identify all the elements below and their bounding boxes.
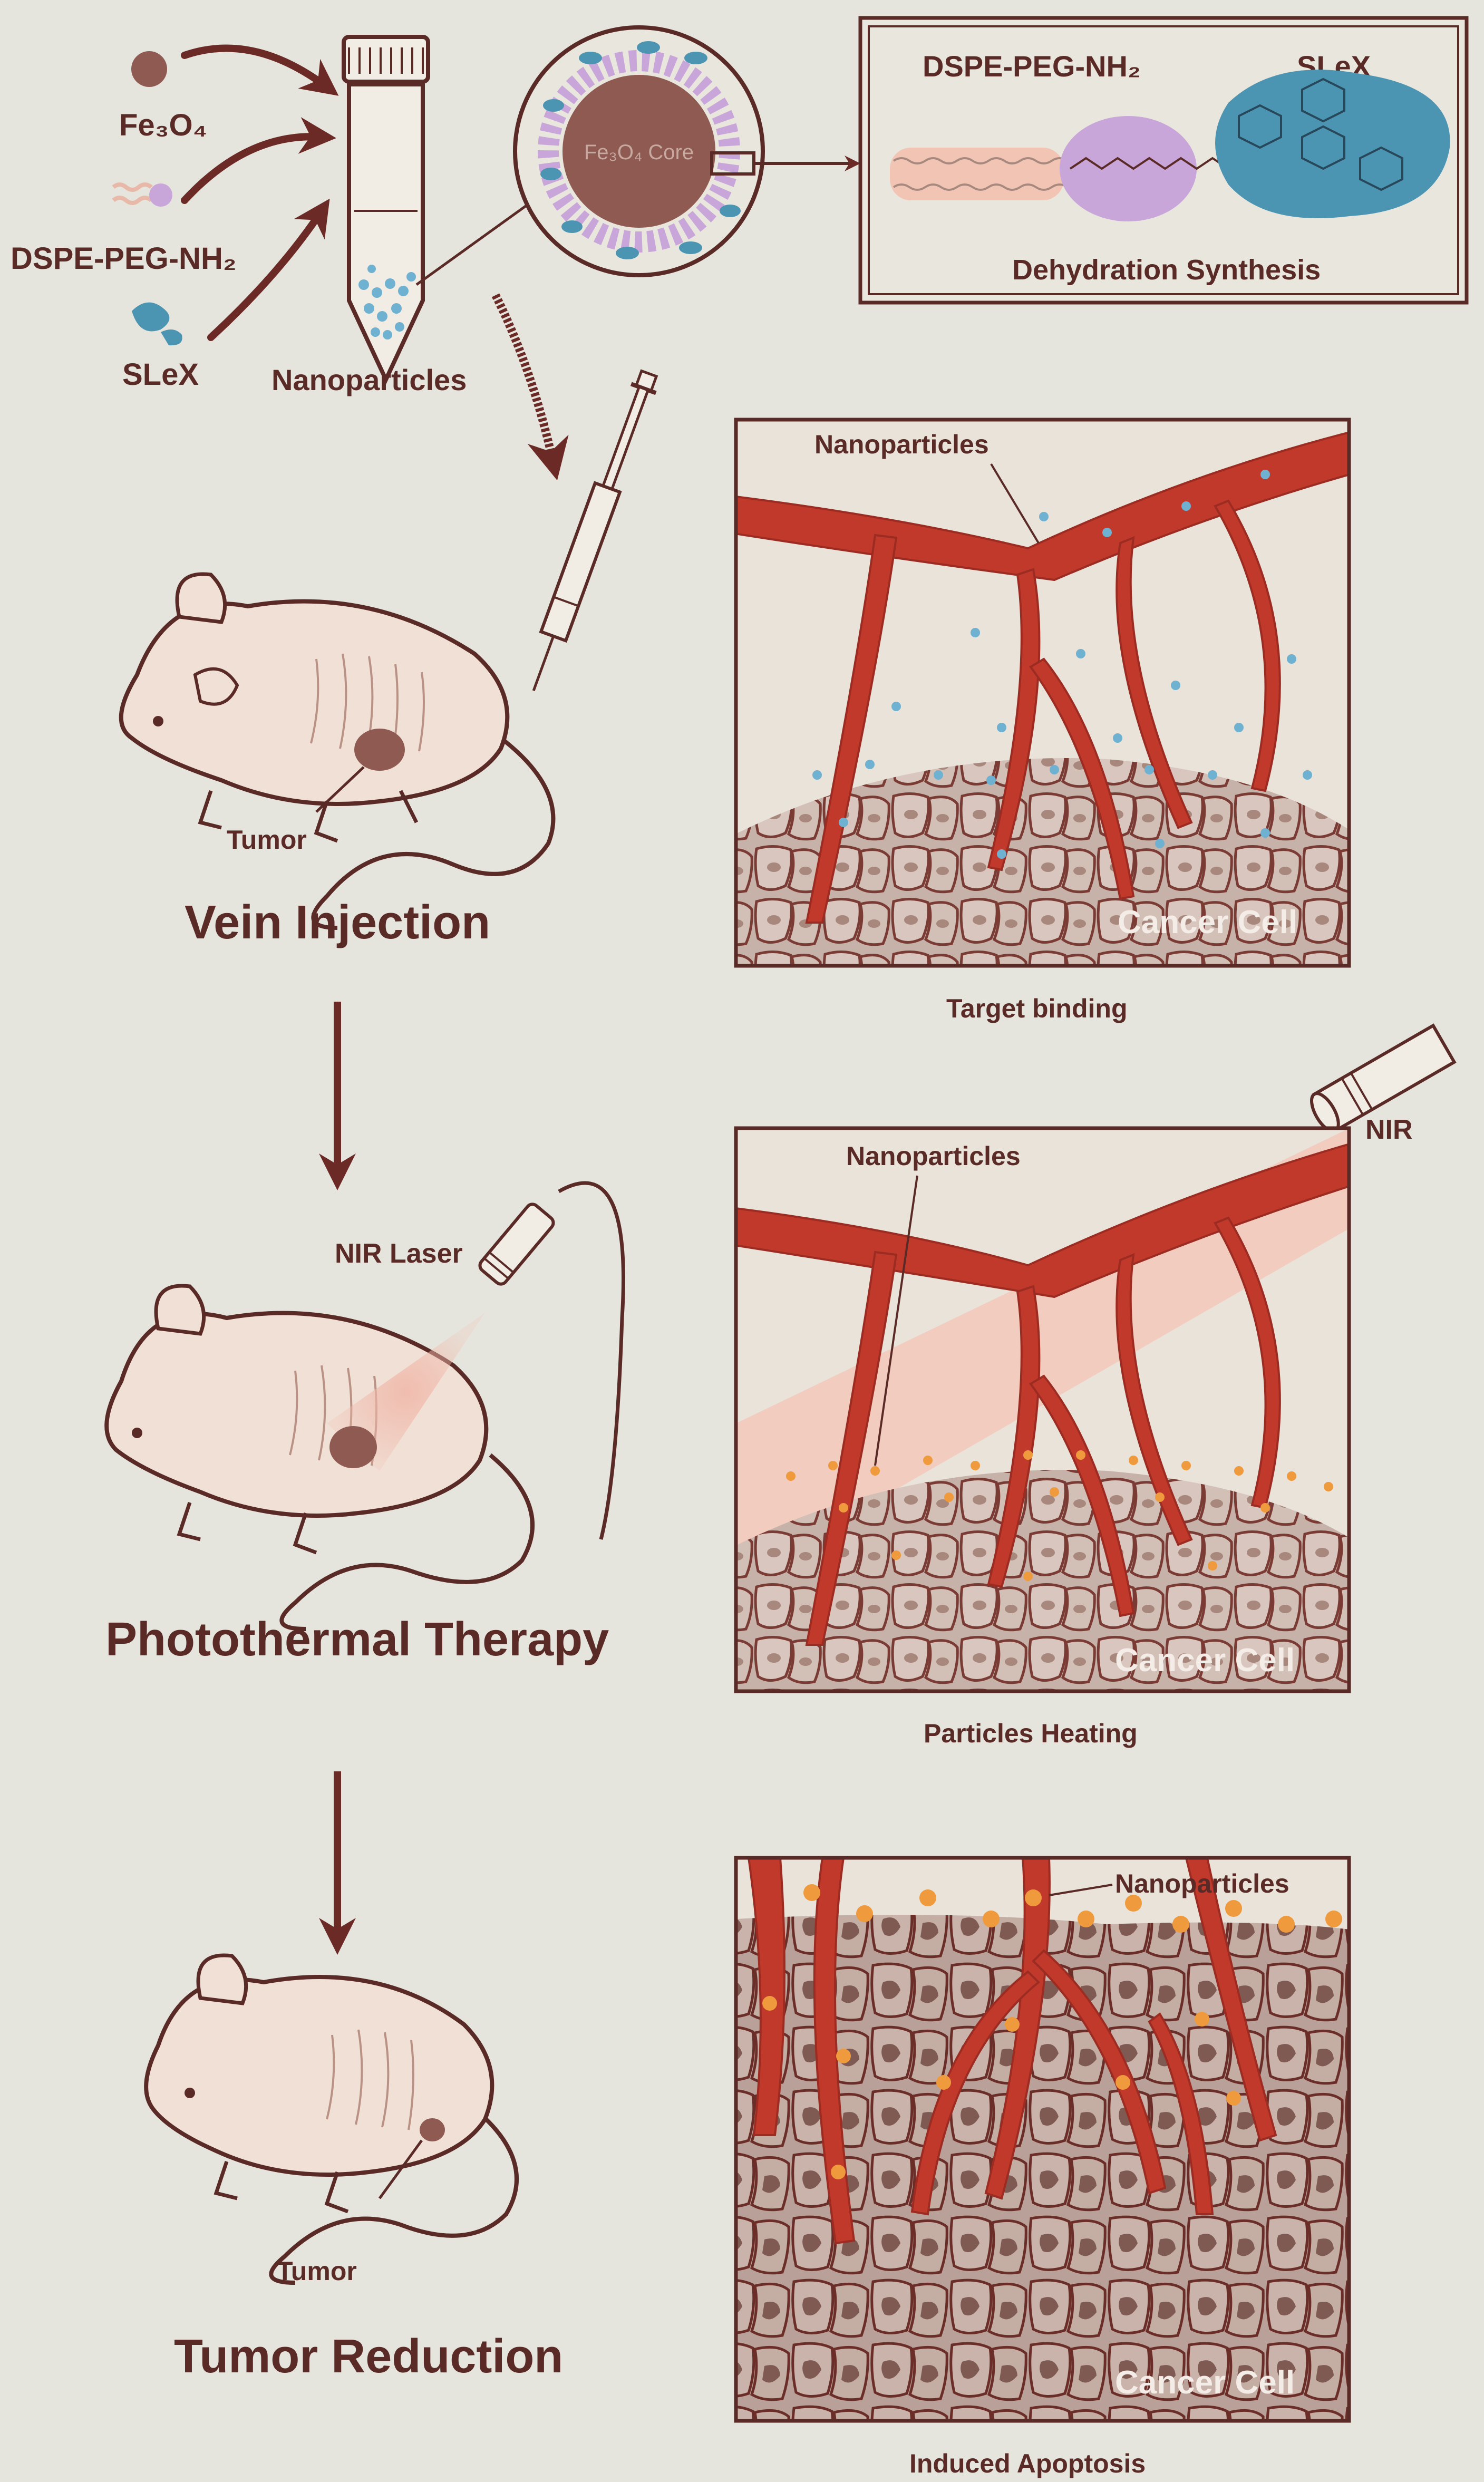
orange-nanoparticles — [786, 1450, 1333, 1581]
blood-vessels — [736, 431, 1349, 924]
panel-particles-heating: Nanoparticles Cancer Cell Particles Heat… — [734, 1126, 1351, 1748]
panel2-nanoparticles-label: Nanoparticles — [846, 1141, 1021, 1171]
dspe-molecule-icon — [112, 182, 172, 207]
slex-molecule — [1215, 70, 1450, 218]
apoptotic-tissue — [736, 1915, 1349, 2421]
mouse-photothermal — [104, 1284, 535, 1631]
dehydration-synthesis-box: DSPE-PEG-NH₂ SLeX Dehydration Synthesis — [858, 16, 1469, 305]
nanoparticle-zoom: Fe₃O₄ Core — [513, 25, 765, 277]
arrow-dspe — [181, 117, 336, 204]
fe3o4-label: Fe₃O₄ — [119, 108, 207, 142]
mouse-body — [119, 599, 510, 806]
fe3o4-core — [562, 75, 715, 228]
arrow-to-injection — [491, 293, 569, 481]
tumor — [420, 2118, 445, 2141]
mouse-ear — [154, 1284, 206, 1336]
step1-title: Vein Injection — [185, 896, 490, 949]
centrifuge-tube: Nanoparticles — [271, 35, 467, 396]
cancer-tissue — [736, 758, 1349, 966]
nir-beam — [736, 1128, 1349, 1582]
mouse-legs — [198, 790, 419, 843]
reagent-arrows — [181, 44, 339, 341]
tumor-pointer — [378, 2139, 423, 2199]
tube-label: Nanoparticles — [271, 363, 467, 396]
mouse-eye — [185, 2088, 195, 2098]
mouse-eye — [153, 716, 163, 726]
mouse-skin-folds — [310, 653, 425, 754]
dspe-reagent: DSPE-PEG-NH₂ — [11, 182, 237, 276]
panel3-cell-label: Cancer Cell — [1115, 2364, 1295, 2401]
syringe-icon — [532, 369, 658, 691]
panel3-caption: Induced Apoptosis — [909, 2449, 1146, 2478]
panel3-nanoparticles-label: Nanoparticles — [1115, 1869, 1289, 1898]
cancer-tissue — [736, 1470, 1349, 1691]
step3-title: Tumor Reduction — [174, 2330, 563, 2383]
mouse-skin-folds — [289, 1365, 377, 1466]
mouse-legs — [214, 2160, 349, 2214]
panel2-caption: Particles Heating — [924, 1719, 1138, 1748]
slex-ligands — [540, 41, 741, 259]
fe3o4-icon — [131, 51, 167, 87]
panel2-pointer — [874, 1175, 918, 1466]
orange-nanoparticles — [762, 1884, 1342, 2179]
lipid-tails — [890, 148, 1069, 200]
mouse-eye — [132, 1428, 142, 1438]
blue-nanoparticles — [812, 470, 1312, 859]
mouse-skin-folds — [326, 2029, 414, 2130]
box-caption: Dehydration Synthesis — [1012, 254, 1321, 286]
mouse-tail — [311, 736, 556, 930]
mouse-vein-injection: Tumor — [119, 572, 556, 930]
mouse-tumor-reduction: Tumor — [144, 1953, 519, 2286]
laser-label: NIR Laser — [335, 1238, 463, 1269]
tumor — [354, 729, 405, 771]
panel1-caption: Target binding — [946, 994, 1127, 1023]
mouse-tail — [279, 1453, 535, 1631]
panel1-cell-label: Cancer Cell — [1118, 904, 1297, 941]
panel-target-binding: Nanoparticles Cancer Cell Target binding — [734, 418, 1351, 1023]
step2-title: Photothermal Therapy — [105, 1613, 609, 1666]
mouse-ear — [196, 1953, 248, 2005]
nir-laser-device: NIR Laser — [335, 1181, 625, 1540]
peg-segment — [1060, 116, 1197, 221]
nir-label: NIR — [1365, 1114, 1413, 1145]
panel1-pointer — [990, 463, 1040, 544]
slex-icon-fragment — [161, 329, 182, 346]
panel2-cell-label: Cancer Cell — [1115, 1642, 1295, 1679]
mouse-body — [144, 1975, 494, 2177]
fe3o4-reagent: Fe₃O₄ — [119, 51, 207, 142]
slex-icon — [132, 302, 170, 332]
tumor — [329, 1426, 377, 1468]
tumor-label: Tumor — [277, 2256, 357, 2286]
slex-label: SLeX — [122, 357, 199, 392]
peg-chain — [1069, 157, 1229, 170]
mouse-ear-inner — [193, 667, 239, 706]
blood-vessels — [736, 1143, 1349, 1646]
panel3-pointer — [1049, 1884, 1113, 1896]
panel-induced-apoptosis: Nanoparticles Cancer Cell Induced Apopto… — [734, 1856, 1351, 2478]
tube-particles — [358, 265, 416, 340]
nir-probe: NIR — [1310, 1023, 1457, 1145]
mouse-ear — [175, 572, 227, 624]
arrow-slex — [207, 198, 330, 341]
dspe-label: DSPE-PEG-NH₂ — [11, 241, 237, 276]
tumor-label: Tumor — [227, 825, 307, 855]
box-dspe-label: DSPE-PEG-NH₂ — [923, 50, 1141, 83]
panel1-nanoparticles-label: Nanoparticles — [814, 430, 989, 459]
core-label: Fe₃O₄ Core — [584, 141, 694, 164]
mouse-tail — [269, 2107, 519, 2285]
slex-reagent: SLeX — [122, 302, 199, 392]
tumor-pointer — [315, 766, 365, 813]
sugar-rings — [1238, 77, 1403, 191]
mouse-legs — [177, 1501, 317, 1555]
arrow-fe3o4 — [181, 44, 339, 96]
